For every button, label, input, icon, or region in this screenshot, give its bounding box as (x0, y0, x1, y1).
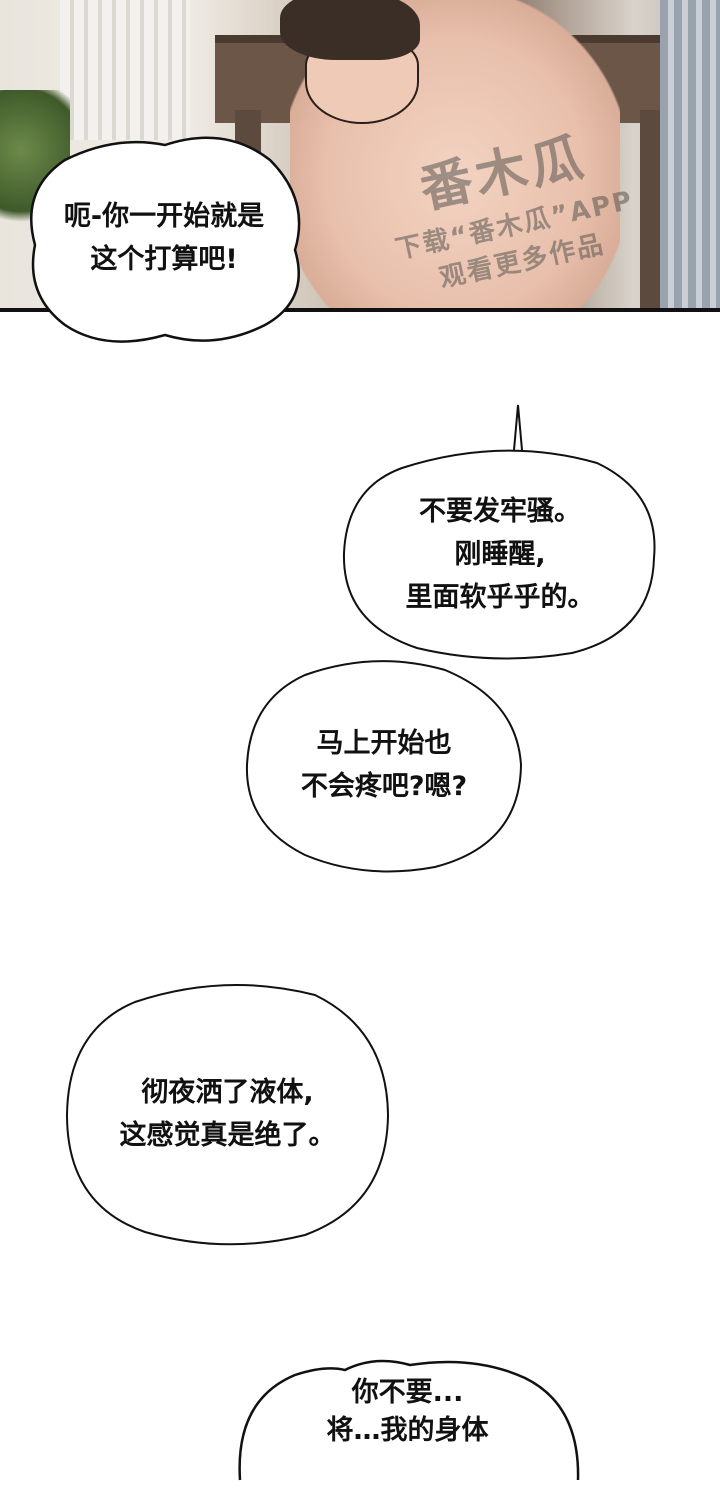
speech-bubble: 不要发牢骚。 刚睡醒, 里面软乎乎的。 (342, 404, 658, 660)
bubble-line: 这感觉真是绝了。 (119, 1120, 336, 1151)
comic-panel-illustration (0, 0, 720, 312)
speech-bubble: 呃-你一开始就是 这个打算吧! (25, 130, 303, 346)
bubble-outline (245, 660, 523, 873)
bubble-line: 你不要... (351, 1377, 464, 1408)
bubble-outline (30, 136, 301, 343)
bubble-line: 不要发牢骚。 (419, 495, 581, 527)
bubble-line: 将…我的身体 (326, 1415, 489, 1446)
speech-bubble: 你不要... 将…我的身体 (235, 1359, 580, 1500)
speech-bubble: 彻夜洒了液体, 这感觉真是绝了。 (65, 980, 390, 1248)
bubble-line: 呃-你一开始就是 (63, 201, 265, 232)
bubble-outline (65, 984, 390, 1246)
bubble-line: 这个打算吧! (90, 244, 238, 275)
bubble-line: 里面软乎乎的。 (405, 581, 595, 613)
curtain (60, 0, 190, 140)
curtain (660, 0, 720, 308)
character-hair (280, 0, 420, 60)
bubble-line: 不会疼吧?嗯? (300, 771, 468, 802)
bubble-line: 马上开始也 (316, 728, 452, 759)
speech-bubble: 马上开始也 不会疼吧?嗯? (245, 655, 523, 875)
bubble-line: 刚睡醒, (454, 538, 546, 570)
bubble-line: 彻夜洒了液体, (141, 1077, 314, 1108)
bubble-outline (342, 404, 656, 660)
